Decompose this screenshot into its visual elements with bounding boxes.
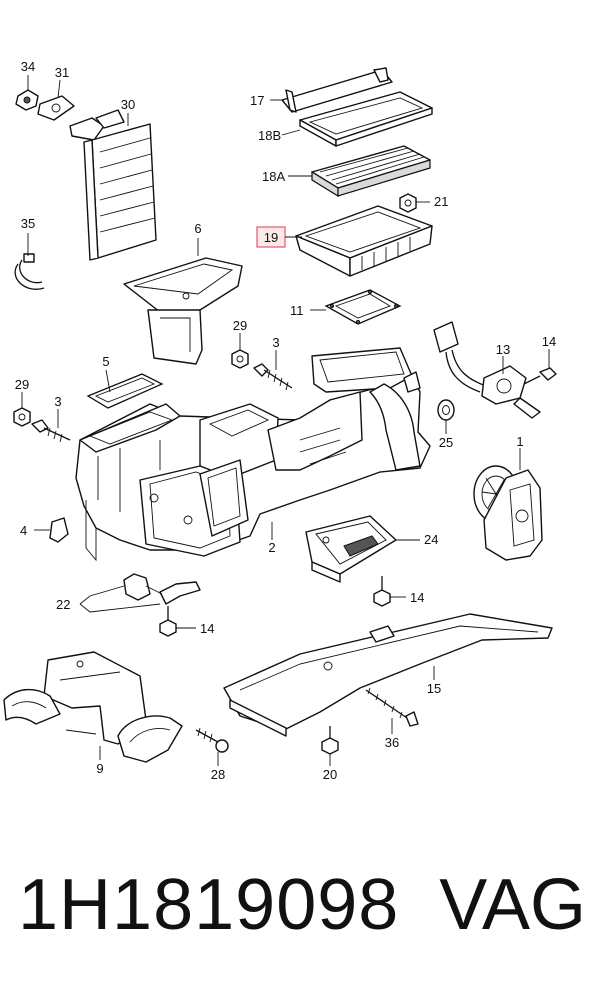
callout-28: 28 — [211, 767, 225, 782]
callout-21: 21 — [434, 194, 448, 209]
callout-22: 22 — [56, 597, 70, 612]
bracket-part-4 — [49, 517, 69, 543]
callout-3-upper: 3 — [272, 335, 279, 350]
callout-3-lower: 3 — [54, 394, 61, 409]
brand: VAG — [439, 865, 586, 945]
callout-31: 31 — [55, 65, 69, 80]
screw-part-3-lower — [31, 419, 71, 443]
callout-19: 19 — [264, 230, 278, 245]
screw-part-14-lower — [159, 606, 177, 637]
callout-17: 17 — [250, 93, 264, 108]
callout-29-upper: 29 — [233, 318, 247, 333]
exploded-parts-diagram: 34 31 30 35 6 17 18B — [3, 59, 557, 782]
heater-housing-part-2 — [75, 347, 431, 562]
callout-30: 30 — [121, 97, 135, 112]
callout-13: 13 — [496, 342, 510, 357]
nut-part-20 — [321, 726, 339, 755]
footwell-duct-part-9 — [3, 651, 183, 763]
callout-18a: 18A — [262, 169, 285, 184]
callout-9: 9 — [96, 761, 103, 776]
callout-24: 24 — [424, 532, 438, 547]
callout-2: 2 — [268, 540, 275, 555]
callout-5: 5 — [102, 354, 109, 369]
footer: 1H1819098 VAG — [0, 860, 600, 960]
screw-part-3-upper — [253, 363, 293, 391]
nut-part-29-upper — [231, 349, 249, 369]
gasket-part-11 — [324, 289, 402, 325]
callout-15: 15 — [427, 681, 441, 696]
heater-core-part-30 — [69, 109, 157, 261]
callout-11: 11 — [290, 303, 304, 318]
blower-motor-part-1 — [473, 465, 543, 561]
flange-part-31 — [37, 95, 75, 121]
air-duct-part-6 — [123, 257, 243, 365]
callout-36: 36 — [385, 735, 399, 750]
clip-part-34 — [15, 89, 39, 111]
callout-25: 25 — [439, 435, 453, 450]
actuator-part-13 — [433, 321, 541, 419]
nut-part-21 — [399, 193, 417, 213]
nut-part-29-lower — [13, 407, 31, 427]
callout-4: 4 — [20, 523, 27, 538]
hose-part-22 — [123, 573, 201, 605]
callout-20: 20 — [323, 767, 337, 782]
cable-tie-part-36 — [365, 687, 419, 727]
callout-35: 35 — [21, 216, 35, 231]
part-number: 1H1819098 — [18, 865, 400, 945]
screw-part-14-upper — [523, 367, 557, 385]
callout-6: 6 — [194, 221, 201, 236]
control-module-part-24 — [305, 515, 397, 583]
callout-18b: 18B — [258, 128, 281, 143]
pollen-filter-part-18a — [311, 145, 431, 198]
grommet-part-25 — [437, 399, 455, 421]
clamp-part-35 — [14, 253, 45, 290]
callout-29-lower: 29 — [15, 377, 29, 392]
filter-housing-part-19 — [295, 205, 433, 277]
screw-part-28 — [195, 727, 229, 753]
callout-1: 1 — [516, 434, 523, 449]
seal-part-5 — [86, 373, 164, 409]
floor-duct-part-15 — [223, 613, 553, 737]
callout-34: 34 — [21, 59, 35, 74]
filter-cover-part-17 — [281, 67, 393, 113]
filter-frame-part-18b — [299, 91, 433, 147]
callout-14-lower: 14 — [200, 621, 214, 636]
callout-14-middle: 14 — [410, 590, 424, 605]
screw-part-14-middle — [373, 576, 391, 607]
callout-14-upper: 14 — [542, 334, 556, 349]
